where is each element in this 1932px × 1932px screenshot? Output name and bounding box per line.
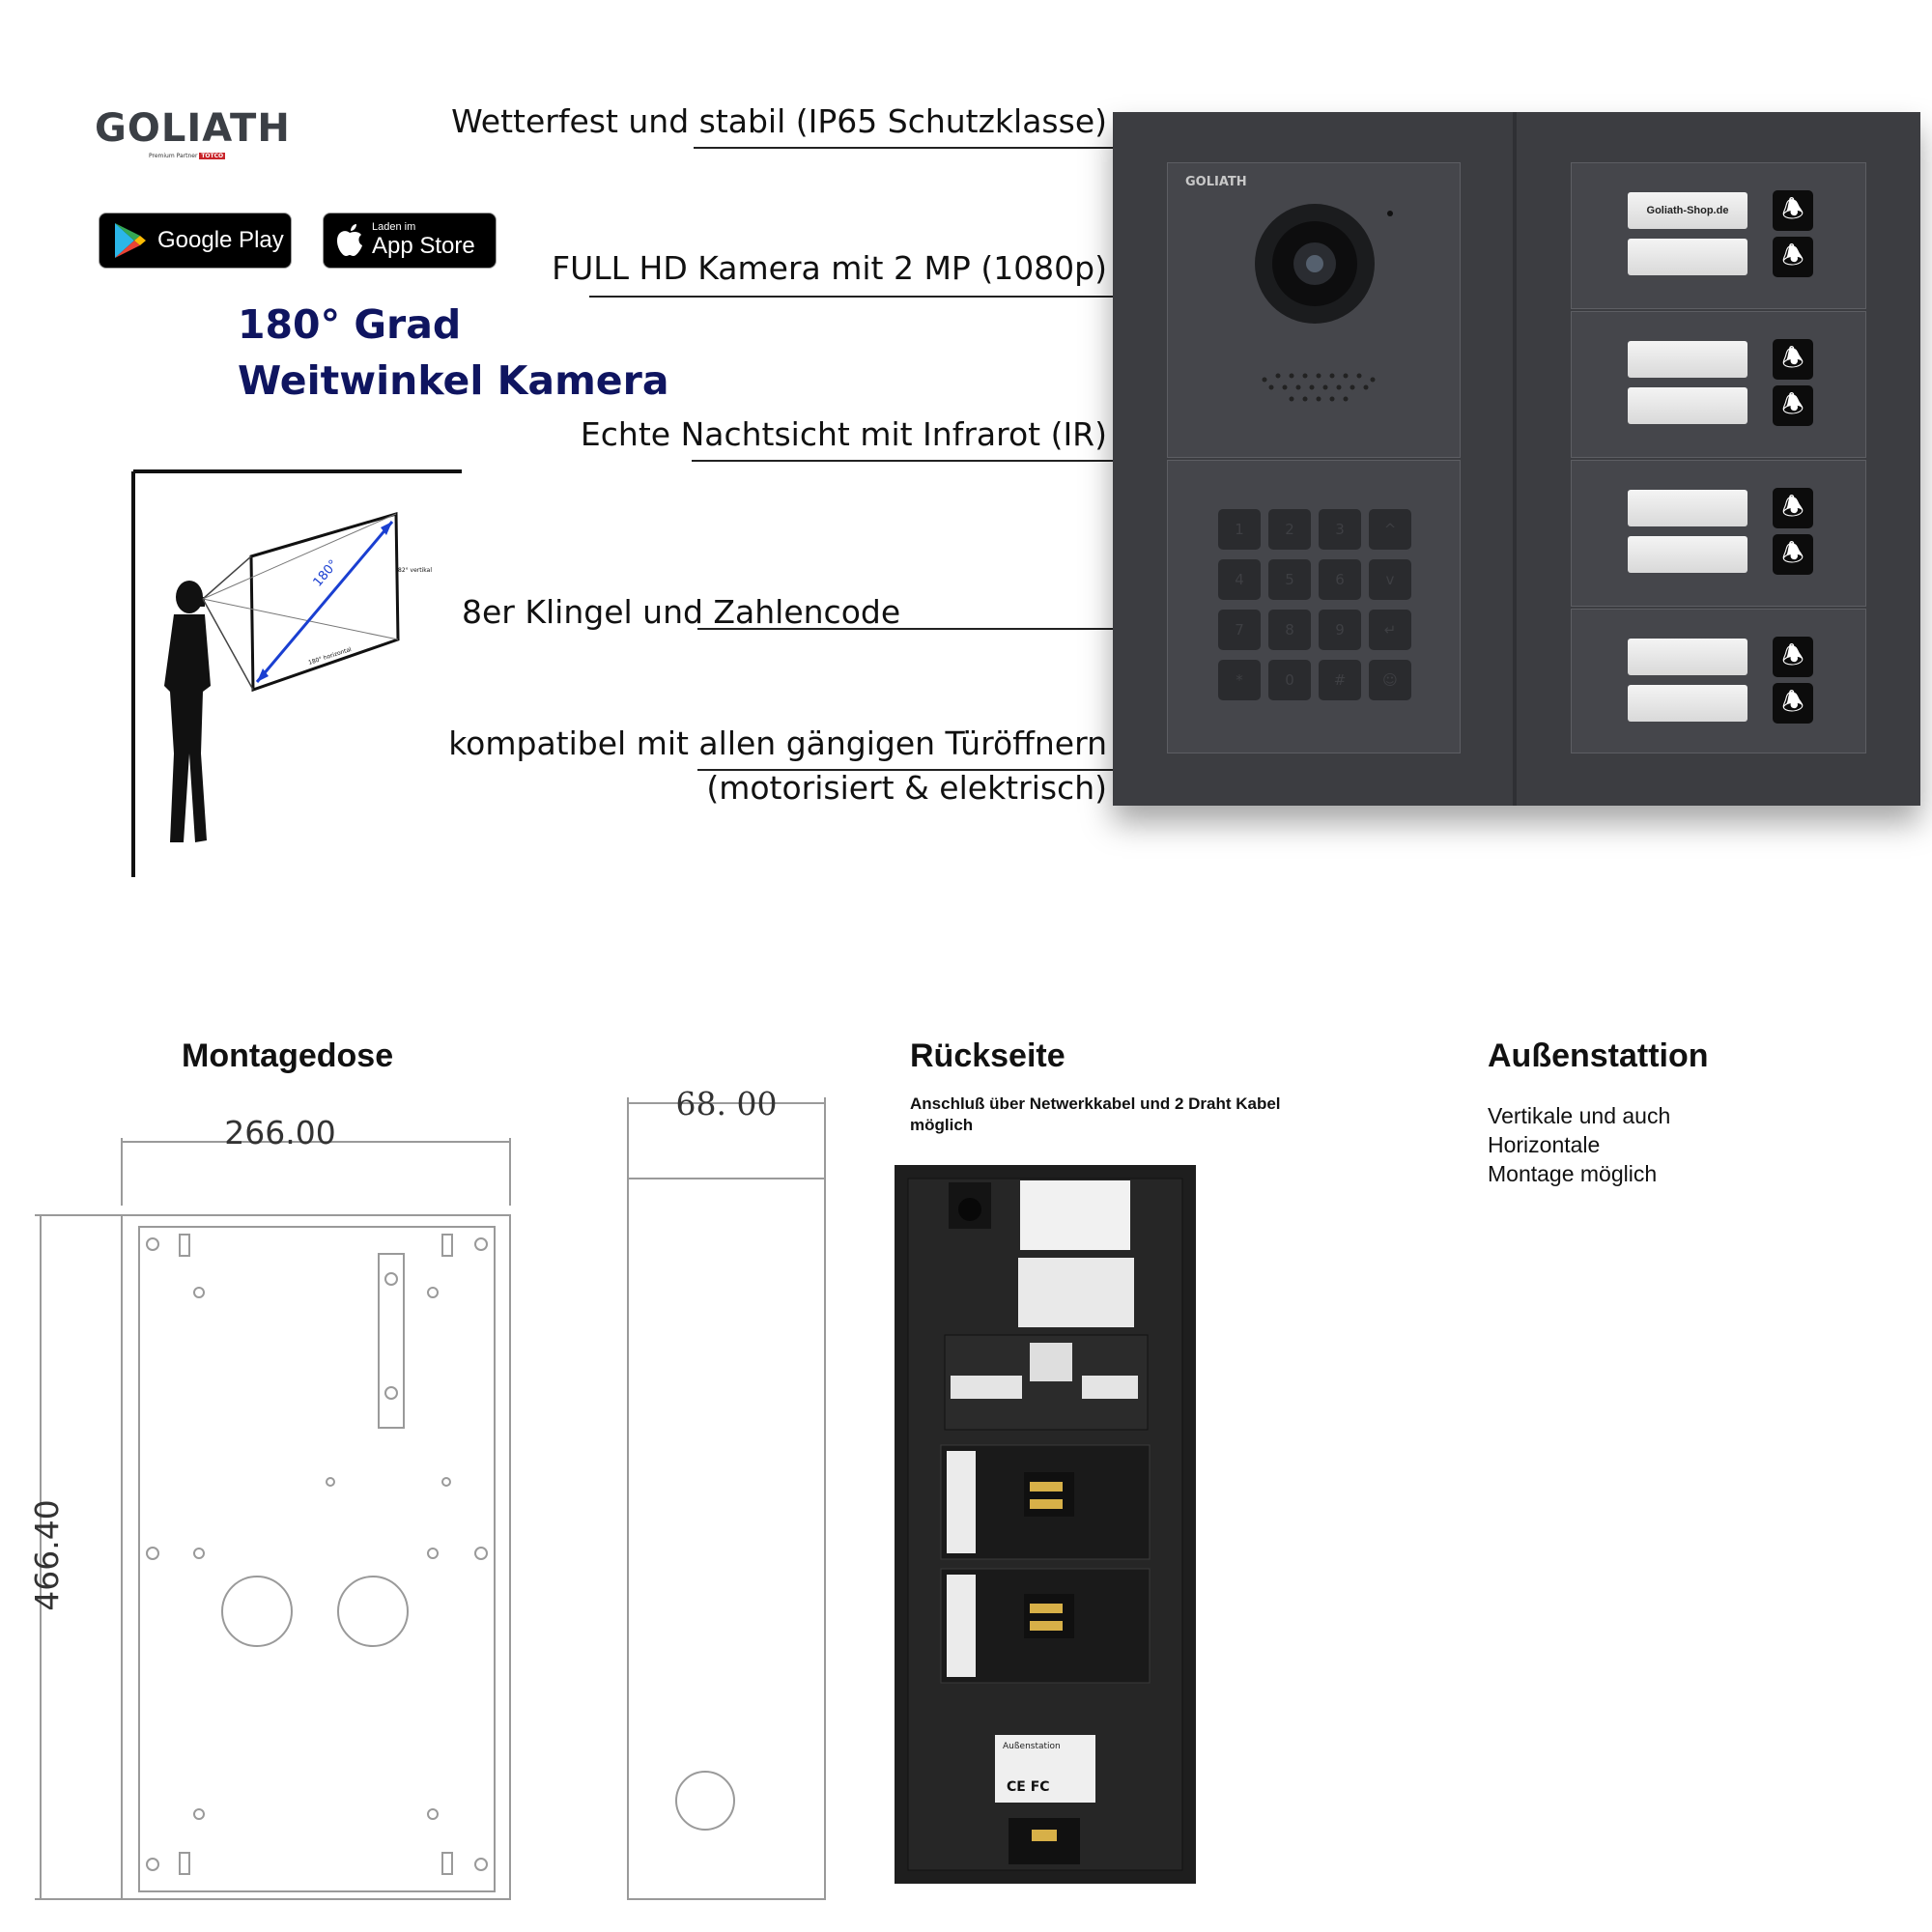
partner-tag: Premium Partner TOTCO — [149, 153, 226, 159]
goliath-logo: GOLIATH Premium Partner TOTCO — [95, 106, 291, 168]
google-play-icon — [115, 223, 146, 258]
callout-line-5 — [697, 769, 1113, 771]
rear-panel-photo: Außenstation CE FC — [895, 1165, 1196, 1884]
viewing-angle-diagram: 180° 82° vertikal 180° horizontal — [131, 469, 462, 877]
callout-line-4 — [697, 628, 1113, 630]
feature-bells-code: 8er Klingel und Zahlencode — [462, 593, 901, 631]
montagedose-title: Montagedose — [182, 1037, 394, 1074]
bell-icon: 🕭 — [1781, 344, 1804, 373]
bell-icon: 🕭 — [1781, 539, 1804, 568]
bell-button-5[interactable]: 🕭 — [1773, 488, 1813, 528]
nameplate-4 — [1628, 387, 1747, 424]
keypad-key[interactable]: 9 — [1319, 610, 1361, 650]
callout-line-3 — [692, 460, 1113, 462]
mounting-box-drawing: 266.00 466.40 68. 00 — [28, 1085, 826, 1900]
bell-icon: 🕭 — [1781, 641, 1804, 670]
bell-button-1[interactable]: 🕭 — [1773, 190, 1813, 231]
keypad-key[interactable]: ^ — [1369, 509, 1411, 550]
bell-button-4[interactable]: 🕭 — [1773, 385, 1813, 426]
keypad-key[interactable]: 0 — [1268, 660, 1311, 700]
bell-icon: 🕭 — [1781, 242, 1804, 270]
bell-button-2[interactable]: 🕭 — [1773, 237, 1813, 277]
bell-module-3: 🕭 🕭 — [1571, 460, 1866, 607]
logo-text: GOLIATH — [95, 106, 291, 151]
callout-line-1 — [694, 147, 1113, 149]
keypad-key[interactable]: 1 — [1218, 509, 1261, 550]
camera-module: GOLIATH — [1167, 162, 1461, 458]
google-play-badge[interactable]: Google Play — [99, 213, 292, 269]
feature-compatible: kompatibel mit allen gängigen Türöffnern — [448, 724, 1107, 762]
bell-icon: 🕭 — [1781, 195, 1804, 224]
nameplate-8 — [1628, 685, 1747, 722]
app-store-label: App Store — [372, 232, 475, 259]
nameplate-5 — [1628, 490, 1747, 526]
bell-module-4: 🕭 🕭 — [1571, 609, 1866, 753]
ce-mark: CE FC — [1007, 1779, 1050, 1795]
callout-line-2 — [589, 296, 1113, 298]
app-store-badge[interactable]: Laden im App Store — [323, 213, 497, 269]
keypad-key[interactable]: ↵ — [1369, 610, 1411, 650]
rueckseite-title: Rückseite — [910, 1037, 1065, 1074]
camera-brand: GOLIATH — [1185, 175, 1247, 189]
keypad-key[interactable]: 7 — [1218, 610, 1261, 650]
keypad-key[interactable]: 8 — [1268, 610, 1311, 650]
feature-weatherproof: Wetterfest und stabil (IP65 Schutzklasse… — [451, 102, 1107, 140]
apple-icon — [337, 224, 362, 256]
keypad-key[interactable]: # — [1319, 660, 1361, 700]
bell-icon: 🕭 — [1781, 493, 1804, 522]
nameplate-6 — [1628, 536, 1747, 573]
mounting-note-line3: Montage möglich — [1488, 1161, 1658, 1186]
bell-module-1: Goliath-Shop.de 🕭 🕭 — [1571, 162, 1866, 309]
height-dimension: 466.40 — [28, 1499, 66, 1610]
bell-button-6[interactable]: 🕭 — [1773, 534, 1813, 575]
feature-night-vision: Echte Nachtsicht mit Infrarot (IR) — [580, 415, 1107, 453]
aussenstation-title: Außenstattion — [1488, 1037, 1709, 1074]
module-divider — [1513, 112, 1517, 806]
mounting-note-line2: Horizontale — [1488, 1132, 1601, 1157]
bell-module-2: 🕭 🕭 — [1571, 311, 1866, 458]
keypad-key[interactable]: 6 — [1319, 559, 1361, 600]
connection-note: Anschluß über Netwerkkabel und 2 Draht K… — [910, 1094, 1281, 1134]
bell-button-3[interactable]: 🕭 — [1773, 339, 1813, 380]
mounting-note: Vertikale und auch Horizontale Montage m… — [1488, 1101, 1670, 1188]
nameplate-7 — [1628, 639, 1747, 675]
bell-icon: 🕭 — [1781, 688, 1804, 717]
rear-label-title: Außenstation — [1003, 1742, 1061, 1751]
nameplate-3 — [1628, 341, 1747, 378]
speaker-grille — [1262, 373, 1376, 402]
keypad-key[interactable]: v — [1369, 559, 1411, 600]
keypad-key[interactable]: 4 — [1218, 559, 1261, 600]
google-play-label: Google Play — [157, 227, 284, 253]
headline-line2: Weitwinkel Kamera — [238, 357, 669, 404]
nameplate-2 — [1628, 239, 1747, 275]
bell-button-8[interactable]: 🕭 — [1773, 683, 1813, 724]
bell-button-7[interactable]: 🕭 — [1773, 637, 1813, 677]
mounting-note-line1: Vertikale und auch — [1488, 1103, 1671, 1128]
keypad-key[interactable]: 5 — [1268, 559, 1311, 600]
keypad-key[interactable]: ☺ — [1369, 660, 1411, 700]
headline-line1: 180° Grad — [238, 301, 462, 348]
vertical-label: 82° vertikal — [398, 567, 432, 574]
keypad-key[interactable]: 3 — [1319, 509, 1361, 550]
bell-icon: 🕭 — [1781, 390, 1804, 419]
feature-camera: FULL HD Kamera mit 2 MP (1080p) — [552, 249, 1107, 287]
width-dimension: 266.00 — [224, 1114, 335, 1151]
keypad-key[interactable]: * — [1218, 660, 1261, 700]
feature-compatible-note: (motorisiert & elektrisch) — [706, 769, 1107, 807]
camera-lens — [1255, 204, 1393, 324]
keypad-key[interactable]: 2 — [1268, 509, 1311, 550]
app-store-small: Laden im — [372, 220, 416, 233]
angle-label: 180° — [311, 557, 342, 590]
depth-dimension: 68. 00 — [676, 1085, 778, 1122]
nameplate-1: Goliath-Shop.de — [1628, 192, 1747, 229]
